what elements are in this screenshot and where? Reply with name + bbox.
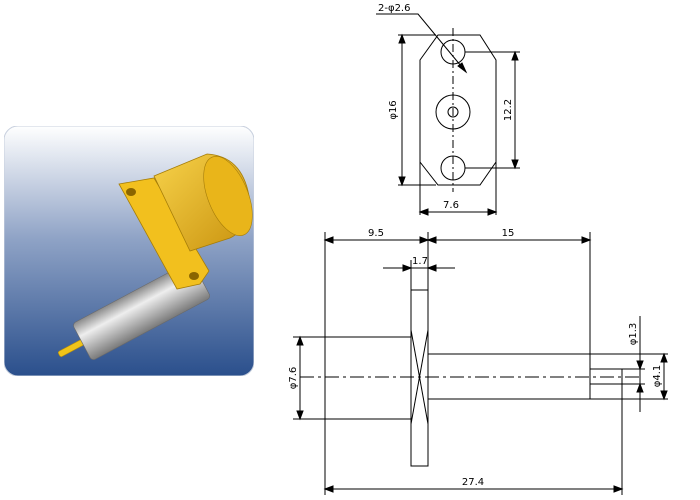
flange-thickness-label: 1.7 (412, 256, 428, 267)
body-diameter-dimension (293, 335, 325, 421)
gold-body (153, 153, 253, 252)
connector-render-image (4, 126, 254, 376)
top-view-outline (419, 28, 497, 192)
right-length-label: 15 (502, 228, 515, 239)
flange (118, 177, 210, 290)
total-length-dimension (323, 384, 624, 495)
hole-spacing-dimension (465, 50, 520, 170)
flange-height-dimension (398, 33, 436, 187)
side-view-outline (300, 289, 640, 467)
flange-height-label: φ16 (388, 100, 399, 119)
length-dimensions (323, 232, 592, 354)
shaft-pin-dimensions (590, 316, 668, 412)
flange-width-label: 7.6 (443, 200, 459, 211)
flange-width-dimension (418, 162, 498, 216)
left-length-label: 9.5 (368, 228, 384, 239)
hole-spacing-label: 12.2 (503, 99, 514, 121)
total-length-label: 27.4 (462, 477, 484, 488)
hole-callout-leader (376, 13, 468, 74)
flange-thickness-dimension (383, 260, 455, 290)
body-diameter-label: φ7.6 (288, 367, 299, 390)
hole-callout-label: 2-φ2.6 (378, 3, 410, 14)
shaft-diameter-label: φ4.1 (652, 365, 663, 388)
pin-diameter-label: φ1.3 (628, 323, 639, 346)
